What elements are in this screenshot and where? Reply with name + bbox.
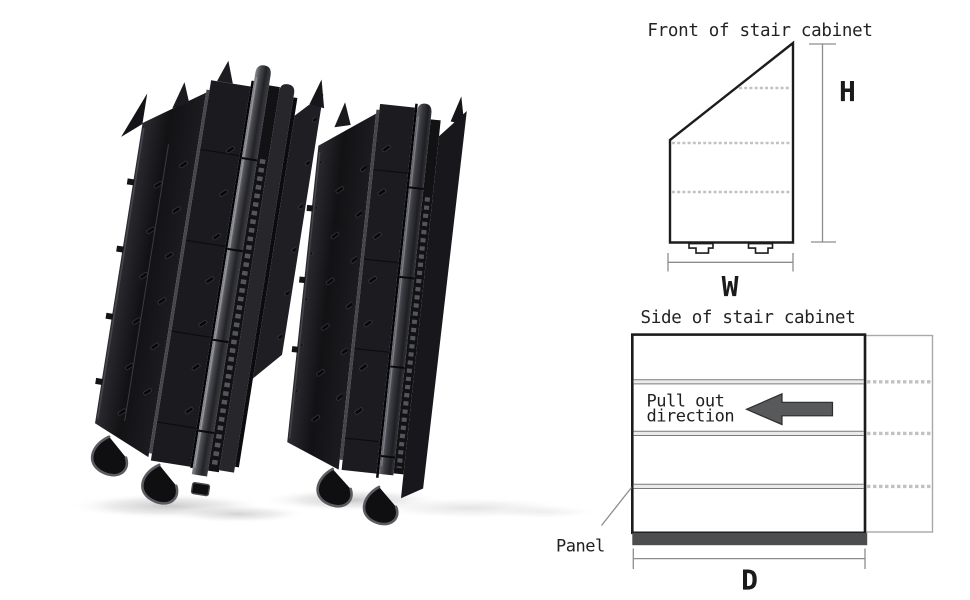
drawer-slide-left [90,60,325,505]
extension-hatch-lines [867,380,931,489]
panel-leader-line [600,487,633,526]
height-dimension-label: H [839,75,856,108]
drawer-slide-right [287,96,467,526]
folded-hooks [316,467,399,526]
pull-out-arrow [744,392,834,426]
width-dimension: W [667,253,794,303]
edge-tabs [291,204,314,353]
width-dimension-label: W [722,270,739,303]
cabinet-feet [688,242,774,254]
height-dimension: H [809,43,856,243]
side-diagram: Side of stair cabinet Pull out dir [556,308,934,597]
product-photo [66,60,600,526]
spec-diagrams: Front of stair cabinet H [556,21,934,597]
front-diagram: Front of stair cabinet H [647,21,873,303]
floor-shadows [66,488,600,523]
slide-rail [378,103,432,476]
depth-dimension: D [632,548,866,597]
panel-label: Panel [556,537,605,557]
mounting-holes [101,140,195,425]
drawer-divider-lines [633,379,864,489]
shelf-dash-lines [672,86,791,194]
mounting-holes [350,142,408,444]
mounting-holes [164,121,241,432]
pull-out-label-line1: Pull out [647,392,725,412]
front-diagram-title: Front of stair cabinet [647,21,872,41]
mounting-holes [293,161,367,425]
mounting-holes [411,158,457,439]
panel-bar [632,532,868,546]
folded-hooks [90,435,211,505]
mounting-holes [261,114,317,355]
side-diagram-title: Side of stair cabinet [641,308,856,328]
edge-tabs [95,178,135,385]
pull-out-label-line2: direction [647,407,735,427]
slide-rail [191,65,271,477]
depth-dimension-label: D [741,564,758,597]
